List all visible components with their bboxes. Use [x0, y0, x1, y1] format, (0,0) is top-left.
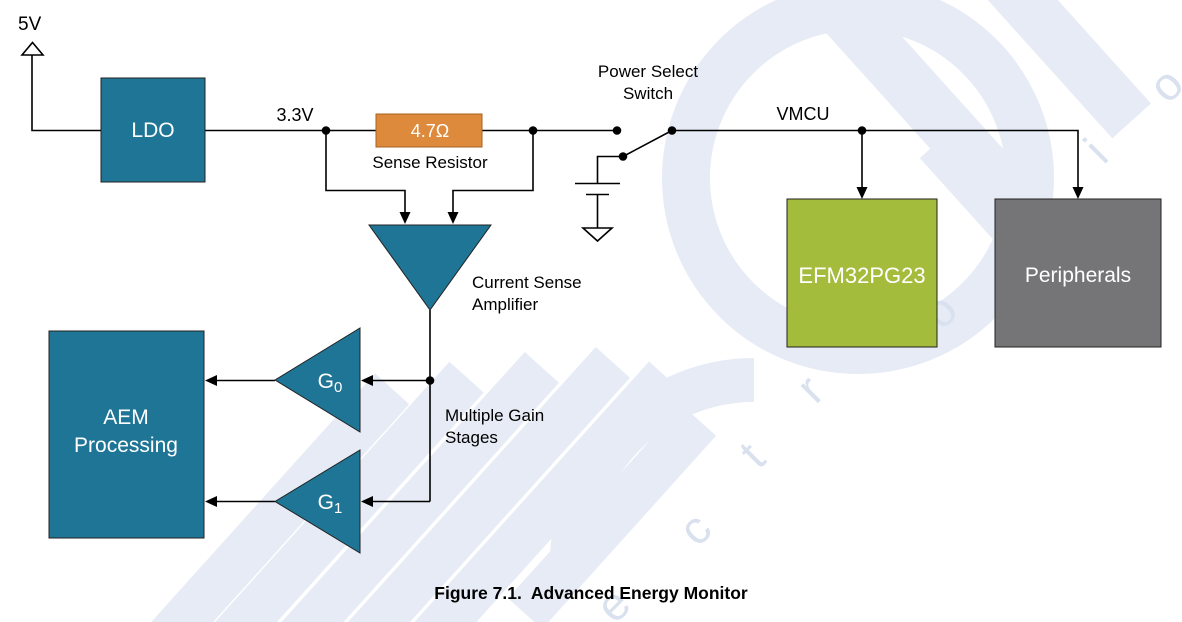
- gain-g0-triangle: [274, 327, 361, 433]
- watermark-stripe: [257, 351, 559, 622]
- ldo-label: LDO: [131, 119, 174, 142]
- amplifier-label-line1: Current Sense: [472, 273, 582, 292]
- watermark-stripe: [507, 405, 717, 622]
- g0-label-base: G: [318, 370, 334, 393]
- arrowhead-into-amp-left: [399, 212, 411, 224]
- watermark-stripe: [328, 346, 630, 622]
- aem-label-line1: AEM: [103, 406, 149, 429]
- vmcu-label: VMCU: [777, 104, 830, 124]
- watermark-letter: t: [729, 432, 775, 478]
- aem-block: [48, 330, 205, 539]
- arrowhead-into-amp-right: [447, 212, 459, 224]
- rail-label: 3.3V: [276, 105, 313, 125]
- peripherals-label: Peripherals: [1025, 264, 1131, 287]
- power-select-label-line2: Switch: [623, 84, 673, 103]
- g1-label-sub: 1: [334, 500, 342, 517]
- switch-arm: [622, 130, 672, 158]
- g0-label-sub: 0: [334, 379, 342, 396]
- mcu-block: [786, 198, 938, 348]
- wires: [31, 55, 1079, 503]
- watermark-stripe: [120, 373, 410, 622]
- watermark-stripe: [945, 0, 1151, 139]
- watermark-stripe: [414, 361, 684, 622]
- g1-label-base: G: [318, 491, 334, 514]
- arrowhead-into-aem-top: [205, 375, 217, 386]
- arrowhead-into-aem-bottom: [205, 496, 217, 507]
- aem-label-line2: Processing: [74, 434, 178, 457]
- wire-vmcu: [672, 129, 1079, 187]
- gain-g1-triangle: [274, 449, 361, 554]
- junction-dot: [528, 126, 538, 135]
- switch-pole-dot: [618, 152, 628, 161]
- gain-stages-label-line2: Stages: [445, 428, 498, 447]
- switch-contact-dot: [667, 126, 677, 135]
- junction-dot: [321, 126, 331, 135]
- ground-symbol: [580, 227, 615, 243]
- figure-caption: Figure 7.1. Advanced Energy Monitor: [434, 583, 748, 603]
- gain-stages-label-line1: Multiple Gain: [445, 406, 544, 425]
- arrowhead-into-mcu: [856, 187, 868, 199]
- amplifier-label-line2: Amplifier: [472, 295, 538, 314]
- wire-sense-tap-right: [452, 130, 534, 212]
- watermark-letter: c: [668, 502, 721, 555]
- wire-switch-to-battery: [596, 155, 623, 184]
- g1-label: G1: [318, 491, 343, 517]
- supply-label: 5V: [18, 14, 42, 35]
- watermark-letter: r: [786, 365, 834, 413]
- junction-dots: [321, 126, 867, 385]
- g0-label: G0: [318, 370, 343, 396]
- power-rail-symbol: [20, 41, 45, 56]
- arrowhead-into-peripherals: [1072, 187, 1084, 199]
- wire-sense-tap-left: [325, 130, 406, 212]
- resistor-value-label: 4.7Ω: [411, 121, 449, 141]
- power-select-label-line1: Power Select: [598, 62, 698, 81]
- wire-5v-to-ldo: [31, 55, 101, 132]
- junction-dot: [857, 126, 867, 135]
- arrowhead-into-g0: [361, 375, 373, 386]
- arrowheads: [205, 187, 1084, 507]
- current-sense-amplifier-triangle: [368, 224, 492, 311]
- peripherals-block: [994, 198, 1162, 348]
- sense-resistor-block: [375, 113, 483, 148]
- resistor-name-label: Sense Resistor: [372, 153, 488, 172]
- switch-contact-dot: [612, 126, 622, 135]
- ldo-block: [100, 77, 206, 183]
- junction-dot: [425, 376, 435, 385]
- mcu-label: EFM32PG23: [798, 263, 925, 288]
- arrowhead-into-g1: [361, 496, 373, 507]
